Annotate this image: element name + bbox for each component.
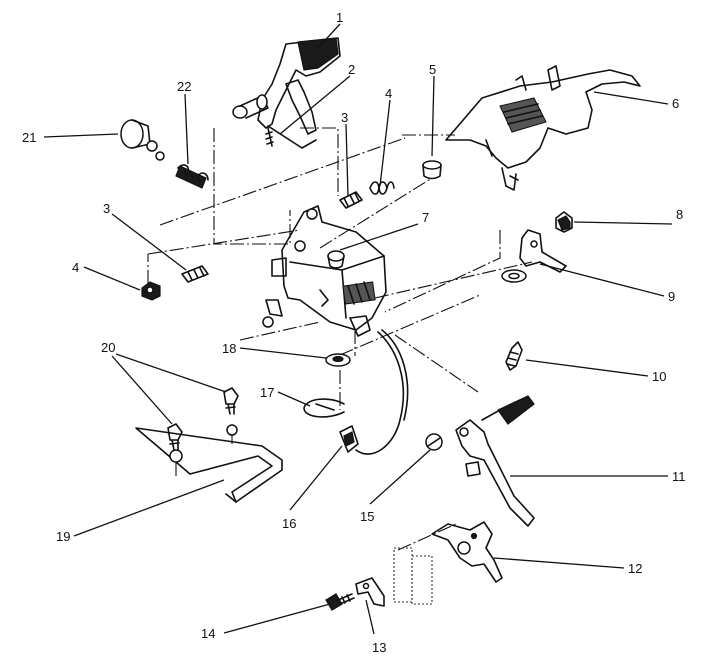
- callout-6: 6: [672, 96, 679, 111]
- callout-1: 1: [336, 10, 343, 25]
- part-3-upper-sleeve: [339, 191, 363, 209]
- callout-19: 19: [56, 529, 70, 544]
- callout-22: 22: [177, 79, 191, 94]
- callout-8: 8: [676, 207, 683, 222]
- part-8-knob: [555, 211, 573, 233]
- part-14-screw: [325, 593, 355, 611]
- callout-14: 14: [201, 626, 215, 641]
- part-17-clip-ring: [303, 398, 345, 418]
- callout-4-lower: 4: [72, 260, 79, 275]
- callout-12: 12: [628, 561, 642, 576]
- callout-9: 9: [668, 289, 675, 304]
- callout-3-upper: 3: [341, 110, 348, 125]
- callout-11: 11: [672, 469, 686, 484]
- leader-lines: [43, 23, 673, 635]
- part-12-latch: [431, 521, 503, 583]
- callout-15: 15: [360, 509, 374, 524]
- part-5-cap: [422, 160, 442, 180]
- part-3-lower-sleeve: [181, 265, 209, 283]
- callout-16: 16: [282, 516, 296, 531]
- callout-13: 13: [372, 640, 386, 655]
- part-4-upper-spring: [369, 181, 395, 195]
- part-2-spring: [265, 127, 274, 147]
- part-7-switch-body: [262, 205, 387, 337]
- callout-7: 7: [422, 210, 429, 225]
- part-9-bracket: [501, 229, 567, 283]
- part-21-knob: [120, 119, 165, 161]
- callout-3-lower: 3: [103, 201, 110, 216]
- part-1-upper-lever: [232, 37, 341, 149]
- callout-5: 5: [429, 62, 436, 77]
- callout-17: 17: [260, 385, 274, 400]
- part-4-lower-nut: [141, 281, 161, 301]
- part-6-cover: [445, 65, 641, 191]
- part-10-spring: [505, 341, 523, 371]
- callout-18: 18: [222, 341, 236, 356]
- callout-4-upper: 4: [385, 86, 392, 101]
- part-15-screw: [425, 433, 443, 451]
- callout-21: 21: [22, 130, 36, 145]
- part-13-plate: [355, 547, 433, 607]
- callout-labels: 1 2 3 3 4 4 5 6 7 8 9 10 11 12 13 14 15 …: [22, 10, 686, 655]
- part-16-wire-lead: [339, 329, 409, 455]
- callout-20: 20: [101, 340, 115, 355]
- callout-10: 10: [652, 369, 666, 384]
- part-19-base-plate: [135, 424, 283, 503]
- part-18-washer: [325, 353, 351, 367]
- part-20-screws: [167, 387, 239, 451]
- part-11-trip-lever: [455, 395, 535, 527]
- callout-2: 2: [348, 62, 355, 77]
- part-22-coil-spring: [175, 164, 209, 189]
